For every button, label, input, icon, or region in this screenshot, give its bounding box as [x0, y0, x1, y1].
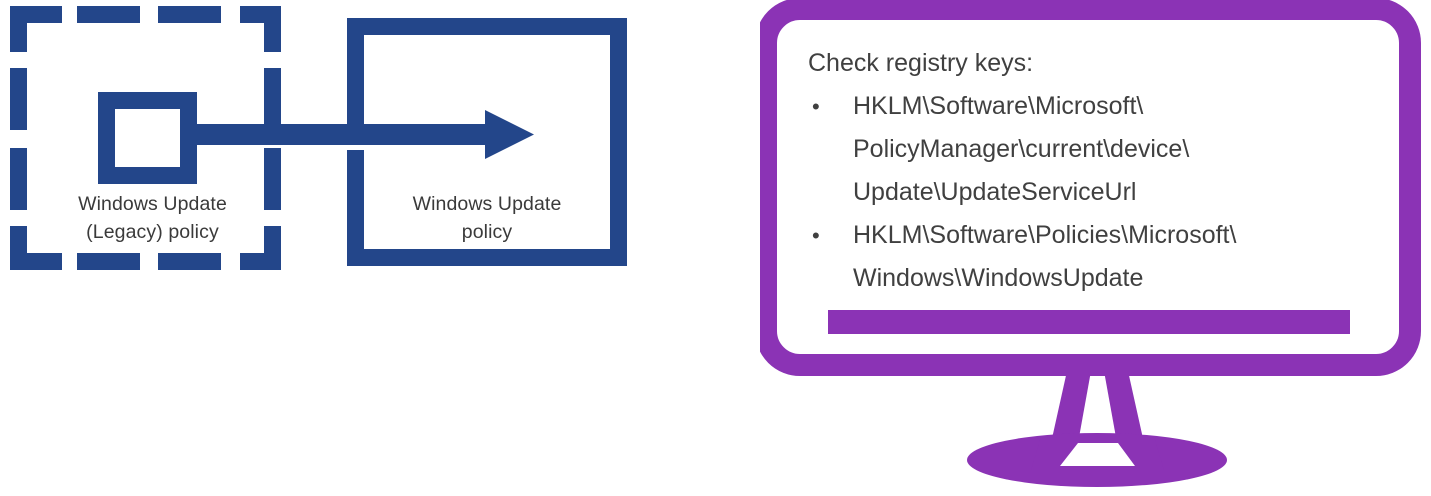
registry-key-line: PolicyManager\current\device\ — [853, 135, 1190, 163]
legacy-to-new-policy-diagram: Windows Update (Legacy) policy Windows U… — [0, 0, 660, 290]
monitor-graphic — [760, 0, 1421, 487]
bullet-icon: • — [812, 94, 820, 119]
registry-key-line: HKLM\Software\Policies\Microsoft\ — [853, 221, 1237, 249]
new-policy-solid-box — [347, 18, 627, 266]
screen-content: Check registry keys: • HKLM\Software\Mic… — [808, 42, 1398, 297]
registry-key-list: • HKLM\Software\Microsoft\ PolicyManager… — [808, 85, 1398, 300]
windows-update-policy-label-line1: Windows Update — [412, 193, 562, 215]
bullet-icon: • — [812, 223, 820, 248]
windows-update-policy-label: Windows Update policy — [362, 190, 612, 246]
windows-update-policy-label-line2: policy — [461, 221, 513, 243]
legacy-policy-label-line2: (Legacy) policy — [86, 221, 219, 243]
legacy-policy-dashed-box — [10, 6, 281, 270]
registry-key-item: • HKLM\Software\Policies\Microsoft\ Wind… — [808, 214, 1398, 300]
policy-diagram-graphic — [10, 6, 627, 270]
screen-heading: Check registry keys: — [808, 49, 1034, 77]
registry-key-item: • HKLM\Software\Microsoft\ PolicyManager… — [808, 85, 1398, 214]
screen-taskbar-bar — [828, 310, 1350, 334]
registry-key-line: Update\UpdateServiceUrl — [853, 178, 1137, 206]
small-square-node — [98, 92, 197, 184]
registry-key-line: HKLM\Software\Microsoft\ — [853, 92, 1144, 120]
legacy-policy-label-line1: Windows Update — [78, 193, 227, 215]
monitor-bezel — [760, 0, 1421, 376]
legacy-policy-label: Windows Update (Legacy) policy — [20, 190, 285, 246]
arrow-right-icon — [190, 110, 534, 159]
registry-key-line: Windows\WindowsUpdate — [853, 264, 1144, 292]
monitor-stand — [967, 371, 1227, 487]
monitor-illustration: Check registry keys: • HKLM\Software\Mic… — [760, 0, 1431, 496]
